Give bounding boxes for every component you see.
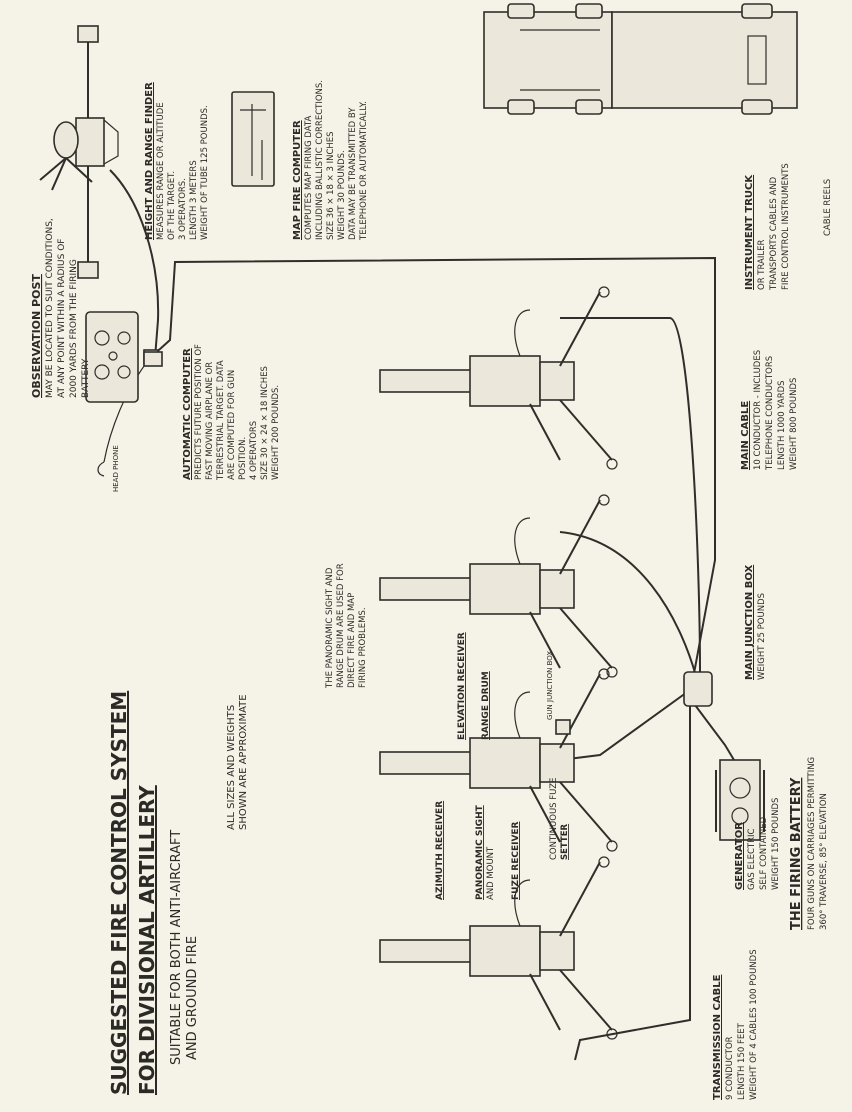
svg-text:THE FIRING BATTERY: THE FIRING BATTERY bbox=[789, 777, 804, 930]
gun-1 bbox=[380, 287, 617, 469]
svg-text:FAST MOVING AIRPLANE OR: FAST MOVING AIRPLANE OR bbox=[205, 362, 215, 480]
svg-text:OBSERVATION POST: OBSERVATION POST bbox=[30, 274, 43, 398]
title-line3: SUITABLE FOR BOTH ANTI-AIRCRAFT bbox=[169, 830, 184, 1065]
gun-4 bbox=[380, 857, 617, 1039]
title-line4: AND GROUND FIRE bbox=[185, 936, 200, 1060]
svg-text:DIRECT FIRE AND MAP: DIRECT FIRE AND MAP bbox=[347, 593, 357, 688]
svg-text:THE PANORAMIC SIGHT AND: THE PANORAMIC SIGHT AND bbox=[325, 567, 335, 689]
svg-text:OF THE TARGET.: OF THE TARGET. bbox=[167, 171, 177, 240]
main-junction-box bbox=[684, 672, 712, 706]
svg-text:ARE COMPUTED FOR GUN: ARE COMPUTED FOR GUN bbox=[227, 370, 237, 480]
svg-text:RANGE DRUM ARE USED FOR: RANGE DRUM ARE USED FOR bbox=[336, 563, 346, 688]
automatic-computer-drawing bbox=[86, 312, 158, 476]
title-line1: SUGGESTED FIRE CONTROL SYSTEM bbox=[107, 691, 131, 1095]
gun-cable-1 bbox=[560, 318, 700, 672]
svg-text:9 CONDUCTOR: 9 CONDUCTOR bbox=[725, 1036, 735, 1100]
azimuth-receiver-label: AZIMUTH RECEIVER bbox=[435, 801, 445, 900]
gun-cable-3 bbox=[560, 690, 690, 760]
sizes-note-2: SHOWN ARE APPROXIMATE bbox=[238, 694, 249, 830]
svg-text:SETTER: SETTER bbox=[560, 823, 570, 860]
map-fire-computer-drawing bbox=[232, 92, 274, 186]
svg-text:SELF CONTAINED: SELF CONTAINED bbox=[759, 816, 769, 890]
svg-text:TERRESTRIAL TARGET. DATA: TERRESTRIAL TARGET. DATA bbox=[216, 360, 226, 481]
head-phone-label: HEAD PHONE bbox=[112, 445, 120, 492]
svg-text:SIZE 30 × 24 × 18 INCHES: SIZE 30 × 24 × 18 INCHES bbox=[260, 366, 270, 480]
instrument-truck-drawing bbox=[484, 4, 797, 114]
svg-text:WEIGHT 200 POUNDS.: WEIGHT 200 POUNDS. bbox=[271, 385, 281, 480]
automatic-computer-label: AUTOMATIC COMPUTER PREDICTS FUTURE POSIT… bbox=[182, 344, 281, 481]
svg-text:WEIGHT OF 4 CABLES 100 POUNDS: WEIGHT OF 4 CABLES 100 POUNDS bbox=[749, 949, 759, 1100]
svg-text:AUTOMATIC COMPUTER: AUTOMATIC COMPUTER bbox=[182, 348, 193, 480]
title-line2: FOR DIVISIONAL ARTILLERY bbox=[135, 785, 159, 1095]
gun-2 bbox=[380, 495, 617, 677]
svg-text:WEIGHT 150 POUNDS: WEIGHT 150 POUNDS bbox=[771, 798, 781, 890]
gun-cable-2 bbox=[560, 532, 696, 676]
svg-text:GAS ELECTRIC: GAS ELECTRIC bbox=[747, 828, 757, 890]
svg-text:TELEPHONE OR AUTOMATICALLY.: TELEPHONE OR AUTOMATICALLY. bbox=[359, 101, 369, 241]
map-computer-label: MAP FIRE COMPUTER COMPUTES MAP FIRING DA… bbox=[292, 80, 369, 241]
svg-text:WEIGHT 800 POUNDS: WEIGHT 800 POUNDS bbox=[789, 378, 799, 470]
svg-text:HEIGHT AND RANGE FINDER: HEIGHT AND RANGE FINDER bbox=[144, 82, 155, 240]
svg-text:SIZE 36 × 18 × 3 INCHES: SIZE 36 × 18 × 3 INCHES bbox=[326, 131, 336, 240]
firing-battery-label: THE FIRING BATTERY FOUR GUNS ON CARRIAGE… bbox=[789, 757, 829, 930]
range-finder-label: HEIGHT AND RANGE FINDER MEASURES RANGE O… bbox=[144, 82, 210, 240]
svg-text:TRANSMISSION CABLE: TRANSMISSION CABLE bbox=[712, 974, 723, 1100]
svg-text:GENERATOR: GENERATOR bbox=[734, 822, 745, 890]
svg-text:FOUR GUNS ON CARRIAGES PERMITT: FOUR GUNS ON CARRIAGES PERMITTING bbox=[807, 757, 817, 930]
svg-text:POSITION.: POSITION. bbox=[238, 437, 248, 480]
svg-text:LENGTH 150 FEET: LENGTH 150 FEET bbox=[737, 1022, 747, 1100]
gun-3 bbox=[380, 669, 617, 851]
svg-text:WEIGHT 30 POUNDS.: WEIGHT 30 POUNDS. bbox=[337, 150, 347, 240]
instrument-truck-label: INSTRUMENT TRUCK OR TRAILER TRANSPORTS C… bbox=[744, 163, 791, 291]
transmission-cable-label: TRANSMISSION CABLE 9 CONDUCTOR LENGTH 15… bbox=[712, 949, 759, 1100]
svg-text:INSTRUMENT TRUCK: INSTRUMENT TRUCK bbox=[744, 174, 755, 290]
svg-text:PREDICTS FUTURE POSITION OF: PREDICTS FUTURE POSITION OF bbox=[194, 344, 204, 480]
svg-text:AND MOUNT: AND MOUNT bbox=[486, 846, 496, 900]
svg-text:TRANSPORTS CABLES AND: TRANSPORTS CABLES AND bbox=[769, 176, 779, 291]
svg-text:LENGTH 1000 YARDS: LENGTH 1000 YARDS bbox=[777, 380, 787, 470]
gun-junction-label: GUN JUNCTION BOX bbox=[546, 651, 554, 720]
main-junction-label: MAIN JUNCTION BOX WEIGHT 25 POUNDS bbox=[744, 565, 767, 680]
svg-text:MAIN JUNCTION BOX: MAIN JUNCTION BOX bbox=[744, 565, 755, 680]
cable-network bbox=[104, 170, 740, 1060]
observation-post-label: OBSERVATION POST MAY BE LOCATED TO SUIT … bbox=[30, 218, 91, 398]
svg-text:LENGTH 3 METERS: LENGTH 3 METERS bbox=[189, 160, 199, 240]
svg-text:WEIGHT OF TUBE 125 POUNDS.: WEIGHT OF TUBE 125 POUNDS. bbox=[200, 105, 210, 240]
svg-text:10 CONDUCTOR - INCLUDES: 10 CONDUCTOR - INCLUDES bbox=[753, 350, 763, 470]
svg-text:FIRING PROBLEMS.: FIRING PROBLEMS. bbox=[358, 607, 368, 688]
svg-text:INCLUDING BALLISTIC CORRECTION: INCLUDING BALLISTIC CORRECTIONS. bbox=[315, 80, 325, 240]
svg-text:TELEPHONE CONDUCTORS: TELEPHONE CONDUCTORS bbox=[765, 356, 775, 471]
svg-text:WEIGHT 25 POUNDS: WEIGHT 25 POUNDS bbox=[757, 593, 767, 680]
elevation-receiver-label: ELEVATION RECEIVER bbox=[457, 632, 467, 740]
svg-text:4 OPERATORS: 4 OPERATORS bbox=[249, 421, 259, 480]
svg-text:BATTERY: BATTERY bbox=[81, 358, 91, 398]
svg-text:OR TRAILER: OR TRAILER bbox=[757, 240, 767, 290]
svg-text:MAIN CABLE: MAIN CABLE bbox=[740, 401, 751, 470]
main-cable-label: MAIN CABLE 10 CONDUCTOR - INCLUDES TELEP… bbox=[740, 350, 799, 471]
svg-text:MEASURES RANGE OR ALTITUDE: MEASURES RANGE OR ALTITUDE bbox=[156, 102, 166, 240]
svg-text:PANORAMIC SIGHT: PANORAMIC SIGHT bbox=[475, 804, 485, 900]
panoramic-note: THE PANORAMIC SIGHT AND RANGE DRUM ARE U… bbox=[325, 563, 368, 689]
svg-text:3 OPERATORS.: 3 OPERATORS. bbox=[178, 178, 188, 240]
phone-junction-box bbox=[144, 352, 162, 366]
svg-text:AT ANY POINT WITHIN A RADIUS O: AT ANY POINT WITHIN A RADIUS OF bbox=[57, 239, 67, 398]
svg-text:MAY BE LOCATED TO SUIT CONDITI: MAY BE LOCATED TO SUIT CONDITIONS, bbox=[45, 218, 55, 398]
panoramic-sight-label: PANORAMIC SIGHT AND MOUNT bbox=[475, 804, 496, 900]
gun-junction-box bbox=[556, 720, 570, 734]
cable-reels-label: CABLE REELS bbox=[823, 179, 833, 236]
svg-text:COMPUTES MAP FIRING DATA: COMPUTES MAP FIRING DATA bbox=[304, 116, 314, 240]
range-drum-label: RANGE DRUM bbox=[481, 671, 491, 740]
svg-text:MAP FIRE COMPUTER: MAP FIRE COMPUTER bbox=[292, 120, 303, 240]
svg-text:CONTINUOUS FUZE: CONTINUOUS FUZE bbox=[549, 778, 559, 860]
svg-text:2000 YARDS FROM THE FIRING: 2000 YARDS FROM THE FIRING bbox=[69, 259, 79, 398]
fuze-receiver-label: FUZE RECEIVER bbox=[511, 821, 521, 900]
svg-text:360° TRAVERSE, 85° ELEVATION: 360° TRAVERSE, 85° ELEVATION bbox=[819, 793, 829, 930]
svg-text:DATA MAY BE TRANSMITTED BY: DATA MAY BE TRANSMITTED BY bbox=[348, 107, 358, 240]
sizes-note-1: ALL SIZES AND WEIGHTS bbox=[226, 705, 237, 830]
svg-text:FIRE CONTROL INSTRUMENTS: FIRE CONTROL INSTRUMENTS bbox=[781, 163, 791, 290]
